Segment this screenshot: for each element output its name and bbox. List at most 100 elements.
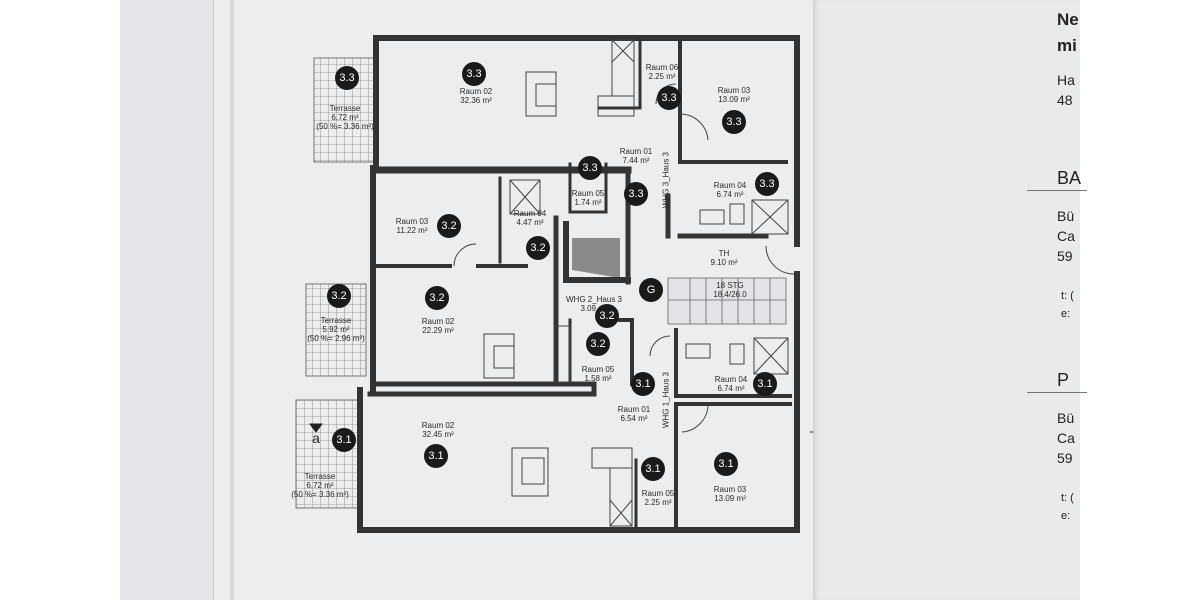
label-line: Raum 02: [421, 316, 455, 326]
label-line: TH: [718, 248, 730, 258]
unit-label: WHG 1_Haus 3: [661, 372, 670, 428]
label-line: 32.36 m²: [460, 96, 492, 105]
unit-badge: 3.3: [335, 66, 359, 90]
heading-line-1: Ne: [1057, 10, 1079, 29]
label-line: Raum 05: [641, 488, 675, 498]
label-line: 1.58 m²: [584, 374, 612, 383]
label-line: Raum 04: [513, 208, 547, 218]
section-2-line: Bü: [1057, 410, 1075, 426]
section-2-line: 59: [1057, 450, 1073, 466]
unit-badge: 3.1: [714, 452, 738, 476]
label-line: 1.74 m²: [574, 198, 602, 207]
label-line: 6.72 m²: [331, 113, 359, 123]
label-line: Raum 02: [421, 420, 455, 430]
staircase: [667, 277, 787, 325]
terrace-bottom: [295, 399, 361, 509]
unit-badge: 3.2: [586, 332, 610, 356]
right-page: Ne mi Ha 48 BA Bü Ca 59 t: ( e: P Bü Ca …: [813, 0, 1087, 600]
label-line: Raum 01: [619, 146, 653, 156]
label-line: Raum 03: [713, 484, 747, 494]
unit-badge: 3.3: [755, 172, 779, 196]
unit-badge: 3.2: [595, 304, 619, 328]
label-line: a: [312, 429, 320, 446]
label-line: 5.92 m²: [322, 325, 350, 335]
unit-badge: 3.3: [578, 156, 602, 180]
stair-shading: [572, 238, 620, 278]
section-1-phone: t: (: [1061, 290, 1074, 302]
label-line: Raum 02: [459, 86, 493, 96]
label-line: 13.09 m²: [718, 95, 750, 104]
label-line: Raum 05: [581, 364, 615, 374]
unit-badge: 3.3: [722, 110, 746, 134]
section-1-line: Ca: [1057, 228, 1075, 244]
stairwell-badge: G: [639, 278, 663, 302]
label-line: (50 %= 3.36 m²): [316, 122, 374, 132]
label-line: 18 STG: [716, 280, 744, 290]
label-line: 7.44 m²: [622, 156, 650, 165]
label-line: 9.10 m²: [710, 258, 738, 267]
fixtures: [453, 39, 795, 527]
label-line: Raum 05: [571, 188, 605, 198]
unit-badge: 3.1: [753, 372, 777, 396]
label-line: 6.72 m²: [306, 481, 334, 491]
unit-badge: 3.1: [332, 428, 356, 452]
label-line: 6.74 m²: [717, 384, 745, 393]
label-line: 6.74 m²: [716, 190, 744, 199]
unit-badge: 3.2: [327, 284, 351, 308]
page-gutter: [230, 0, 234, 600]
label-line: 4.47 m²: [516, 218, 544, 227]
unit-badge: 3.3: [657, 86, 681, 110]
section-2-email: e:: [1061, 510, 1071, 522]
label-line: Raum 04: [714, 374, 748, 384]
unit-badge: 3.2: [425, 286, 449, 310]
unit-label: WHG 3_Haus 3: [661, 152, 670, 208]
label-line: Raum 04: [713, 180, 747, 190]
address-line-1: Ha: [1057, 72, 1075, 88]
label-line: Terrasse: [329, 104, 361, 114]
unit-badge: 3.2: [437, 214, 461, 238]
label-line: 2.25 m²: [648, 72, 676, 81]
heading-line-2: mi: [1057, 36, 1077, 55]
address-line-2: 48: [1057, 92, 1073, 108]
label-line: 32.45 m²: [422, 430, 454, 439]
section-mark-label: a: [312, 430, 320, 446]
label-line: (50 %= 3.36 m²): [291, 490, 349, 500]
unit-badge: 3.1: [424, 444, 448, 468]
label-line: (50 %= 2.96 m²): [307, 334, 365, 344]
section-2-title: P: [1057, 370, 1070, 390]
label-line: WHG 1_Haus 3: [661, 371, 671, 429]
label-line: Raum 03: [395, 216, 429, 226]
label-line: 2.25 m²: [644, 498, 672, 507]
unit-badge: 3.3: [624, 182, 648, 206]
label-line: 13.09 m²: [714, 494, 746, 503]
label-line: WHG 3_Haus 3: [661, 151, 671, 209]
unit-badge: 3.2: [526, 236, 550, 260]
section-mark-left: [309, 423, 323, 433]
section-1-email: e:: [1061, 308, 1071, 320]
label-line: Raum 01: [617, 404, 651, 414]
label-line: 11.22 m²: [396, 226, 428, 235]
section-2-line: Ca: [1057, 430, 1075, 446]
walls: [357, 35, 800, 533]
label-line: 22.29 m²: [422, 326, 454, 335]
label-line: Raum 03: [717, 85, 751, 95]
divider-2: [1027, 392, 1087, 393]
section-1-title: BA: [1057, 168, 1082, 188]
label-line: 3.09 m²: [580, 304, 608, 313]
